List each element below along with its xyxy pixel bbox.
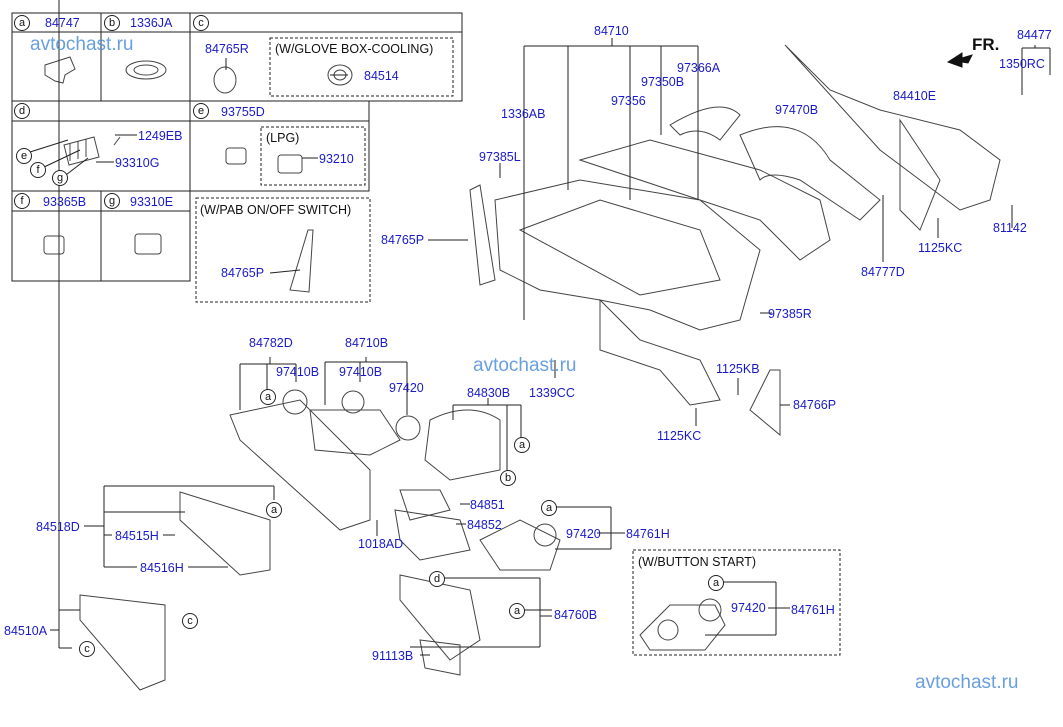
ref-circle-b: b [104,15,120,31]
ref-circle-f: f [14,193,30,209]
part-label[interactable]: 97385R [768,307,812,321]
part-label[interactable]: 97385L [479,150,521,164]
part-label[interactable]: 84518D [36,520,80,534]
part-label[interactable]: 84766P [793,398,837,412]
part-label[interactable]: 1336AB [501,107,546,121]
ref-circle-c: c [182,613,198,629]
ref-circle-g: g [104,193,120,209]
part-label[interactable]: 97420 [731,601,766,615]
legend-grid [11,12,841,656]
part-label[interactable]: 1339CC [529,386,575,400]
part-label[interactable]: 97410B [276,365,320,379]
part-label[interactable]: 84852 [467,518,502,532]
ref-circle-d: d [14,103,30,119]
ref-circle-a: a [266,502,282,518]
watermark: avtochast.ru [915,672,1019,693]
part-label[interactable]: 97420 [389,381,424,395]
variant-note: (W/PAB ON/OFF SWITCH) [200,203,352,217]
ref-circle-a: a [260,389,276,405]
ref-circle-a: a [14,15,30,31]
ref-circle-a: a [509,603,525,619]
part-label[interactable]: 84765P [221,266,265,280]
part-label[interactable]: 97470B [775,103,819,117]
ref-circle-e: e [16,148,32,164]
part-label[interactable]: 84747 [45,16,80,30]
part-label[interactable]: 84777D [861,265,905,279]
part-label[interactable]: 84410E [893,89,937,103]
part-label[interactable]: 93365B [43,195,87,209]
part-label[interactable]: 84760B [554,608,598,622]
part-label[interactable]: 81142 [993,221,1027,235]
legend-sketches [43,56,726,651]
part-label[interactable]: 91113B [372,649,414,663]
part-label[interactable]: 1249EB [138,129,183,143]
ref-circle-a: a [708,575,724,591]
part-label[interactable]: 97420 [566,527,601,541]
part-label[interactable]: 84765R [205,42,249,56]
ref-circle-c: c [79,641,95,657]
part-label[interactable]: 84851 [470,498,505,512]
part-label[interactable]: 1125KC [918,241,963,255]
part-label[interactable]: 84477 [1017,28,1052,42]
part-label[interactable]: 97356 [611,94,646,108]
variant-note: (W/GLOVE BOX-COOLING) [275,42,434,56]
front-direction-label: FR. [972,35,1000,54]
part-label[interactable]: 84516H [140,561,184,575]
part-label[interactable]: 93310E [130,195,174,209]
leader-lines [50,0,1051,656]
part-label[interactable]: 93210 [319,152,354,166]
part-label[interactable]: 1336JA [130,16,173,30]
part-label[interactable]: 93755D [221,105,265,119]
variant-note: (W/BUTTON START) [638,555,757,569]
watermark: avtochast.ru [473,355,577,376]
front-arrow-icon [946,52,973,68]
ref-circle-a: a [514,437,530,453]
ref-circle-g: g [52,170,68,186]
part-label[interactable]: 84761H [791,603,835,617]
ref-circle-f: f [30,162,46,178]
part-label[interactable]: 84782D [249,336,293,350]
part-label[interactable]: 84515H [115,529,159,543]
dashboard-sketch [79,44,1001,691]
part-label[interactable]: 84830B [467,386,511,400]
part-label[interactable]: 97410B [339,365,383,379]
part-label[interactable]: 1350RC [999,57,1045,71]
part-label[interactable]: 84514 [364,69,399,83]
legend-leaders [29,58,348,274]
part-label[interactable]: 84765P [381,233,425,247]
ref-circle-c: c [193,15,209,31]
ref-circle-a: a [541,500,557,516]
part-label[interactable]: 84761H [626,527,670,541]
part-label[interactable]: 84510A [4,624,48,638]
ref-circle-b: b [500,470,516,486]
part-label[interactable]: 1018AD [358,537,404,551]
variant-note: (LPG) [266,131,300,145]
ref-circle-e: e [193,103,209,119]
part-label[interactable]: 97366A [677,61,721,75]
watermark: avtochast.ru [30,34,134,55]
part-label[interactable]: 97350B [641,75,685,89]
part-label[interactable]: 84710B [345,336,389,350]
part-label[interactable]: 1125KC [657,429,702,443]
ref-circle-d: d [429,571,445,587]
part-label[interactable]: 84710 [594,24,629,38]
part-label[interactable]: 93310G [115,156,160,170]
part-label[interactable]: 1125KB [716,362,760,376]
